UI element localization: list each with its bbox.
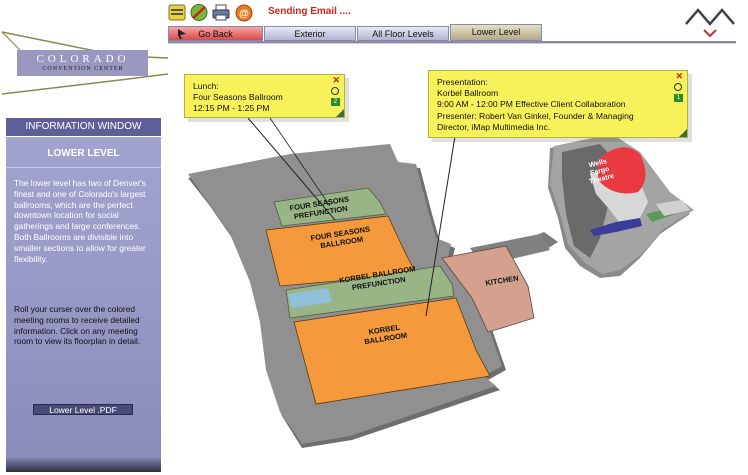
exterior-tab[interactable]: Exterior (264, 26, 356, 41)
resize-handle-icon[interactable] (336, 109, 344, 117)
logo-name: COLORADO (36, 53, 130, 65)
header-divider-highlight (168, 43, 736, 44)
all-floor-levels-tab[interactable]: All Floor Levels (357, 26, 449, 41)
lunch-leader-line (247, 118, 336, 221)
priority-badge: 2 (331, 98, 340, 106)
presentation-callout-presenter: Presenter: Robert Van Ginkel, Founder & … (437, 110, 634, 121)
lunch-callout-heading: Lunch: (193, 81, 219, 91)
back-arrow-icon (177, 28, 187, 40)
four-seasons-prefunction-room[interactable] (273, 187, 387, 227)
logo (17, 50, 148, 76)
info-window-title: LOWER LEVEL (47, 148, 120, 159)
svg-text:@: @ (239, 9, 249, 20)
presentation-leader-line (425, 129, 457, 317)
korbel-prefunction-room[interactable] (285, 265, 455, 319)
info-title-divider (6, 167, 161, 168)
close-icon[interactable]: ✕ (332, 75, 340, 85)
info-window-footer (6, 458, 161, 472)
pdf-download-button[interactable]: Lower Level .PDF (33, 404, 133, 415)
go-back-label: Go Back (198, 29, 233, 39)
move-icon[interactable] (674, 83, 682, 91)
east-wing (470, 134, 694, 278)
move-icon[interactable] (331, 87, 339, 95)
lunch-callout[interactable]: Lunch: Four Seasons Ballroom 12:15 PM - … (184, 74, 345, 118)
header-divider (168, 41, 736, 43)
close-icon[interactable]: ✕ (675, 71, 683, 81)
status-text: Sending Email .... (268, 6, 351, 17)
lunch-callout-time: 12:15 PM - 1:25 PM (193, 103, 270, 114)
lunch-callout-room: Four Seasons Ballroom (193, 92, 283, 103)
presentation-callout-room: Korbel Ballroom (437, 88, 499, 99)
notes-icon[interactable] (167, 3, 187, 22)
presentation-callout-heading: Presentation: (437, 77, 488, 87)
no-entry-icon[interactable] (189, 3, 209, 22)
presentation-callout-presenter-cont: Director, iMap Multimedia Inc. (437, 121, 551, 132)
kitchen-room[interactable] (441, 245, 535, 333)
presentation-callout-time: 9:00 AM - 12:00 PM Effective Client Coll… (437, 99, 626, 110)
floor-plan-map (188, 118, 694, 448)
level-description: The lower level has two of Denver's fine… (14, 178, 146, 264)
email-icon[interactable]: @ (234, 3, 254, 22)
info-window-header: INFORMATION WINDOW (6, 118, 161, 136)
go-back-tab[interactable]: Go Back (168, 26, 263, 41)
korbel-prefunction-water-feature (288, 288, 332, 308)
lunch-leader-line-secondary (269, 118, 331, 207)
lower-level-tab[interactable]: Lower Level (450, 24, 542, 41)
resize-handle-icon[interactable] (679, 129, 687, 137)
priority-badge: 1 (674, 94, 683, 102)
korbel-ballroom-room[interactable] (293, 297, 491, 405)
brand-mark-icon (684, 4, 736, 43)
usage-hint: Roll your curser over the colored meetin… (14, 304, 141, 347)
logo-subtitle: CONVENTION CENTER (42, 66, 124, 72)
print-icon[interactable] (211, 3, 231, 22)
four-seasons-ballroom-room[interactable] (265, 215, 417, 287)
presentation-callout[interactable]: Presentation: Korbel Ballroom 9:00 AM - … (428, 70, 688, 138)
